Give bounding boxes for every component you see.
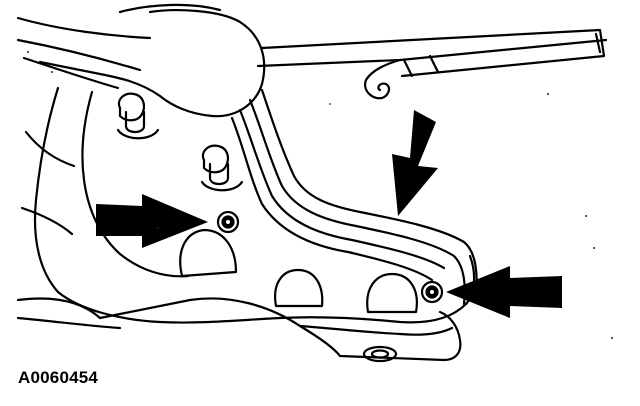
lower-sweep — [16, 297, 122, 330]
flange-hole — [362, 345, 398, 363]
arrow-upper-right — [392, 110, 438, 216]
lower-flange — [98, 297, 462, 362]
figure-code: A0060454 — [18, 368, 99, 387]
bracket-inner-edge — [81, 90, 190, 278]
stud-lower — [200, 144, 244, 192]
hand-finger — [118, 3, 222, 14]
arrow-right — [446, 266, 562, 318]
scan-speckles — [27, 51, 613, 339]
fastener-left — [216, 210, 240, 234]
cutout-left — [179, 228, 238, 278]
bracket-left-edge — [20, 130, 76, 236]
channel-outer — [260, 88, 478, 302]
channel-inner-3 — [230, 116, 434, 282]
trim-panel — [256, 28, 608, 78]
cutout-middle — [274, 268, 324, 308]
arrow-left — [96, 194, 208, 248]
trim-rib — [402, 32, 602, 78]
fender-lip — [16, 16, 152, 90]
fastener-right — [420, 280, 444, 304]
trim-clip — [364, 58, 402, 100]
channel-inner-1 — [248, 98, 466, 306]
flange-hole-inner — [370, 349, 390, 359]
channel-inner-2 — [238, 108, 446, 270]
lower-flange-edge — [298, 324, 454, 336]
stud-upper — [116, 92, 160, 140]
cutout-right — [366, 272, 418, 314]
hand-outline — [38, 9, 266, 118]
